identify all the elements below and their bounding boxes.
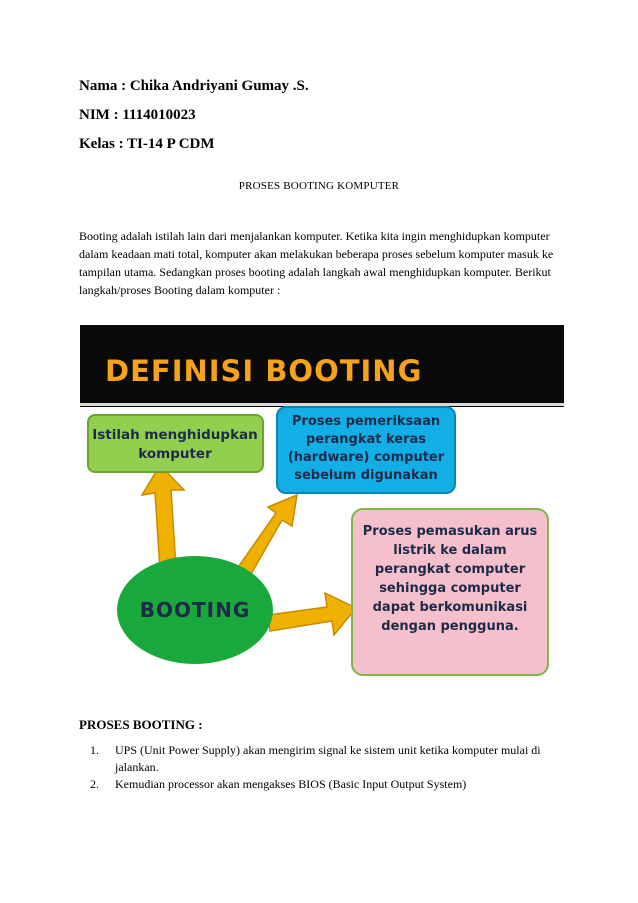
banner-title: DEFINISI BOOTING: [105, 354, 422, 388]
green-box-line: Istilah menghidupkan: [92, 427, 258, 443]
blue-box-line: Proses pemeriksaan: [292, 414, 440, 429]
blue-box: [276, 406, 456, 494]
pink-box-line: perangkat computer: [375, 562, 526, 577]
pink-box-line: sehingga computer: [379, 581, 521, 596]
booting-ellipse-label: BOOTING: [140, 598, 251, 622]
list-item: 1. UPS (Unit Power Supply) akan mengirim…: [90, 742, 570, 776]
student-name: Nama : Chika Andriyani Gumay .S.: [79, 78, 309, 94]
student-nim: NIM : 1114010023: [79, 107, 196, 123]
arrow-to-green-box: [140, 463, 186, 571]
blue-box-line: sebelum digunakan: [294, 468, 437, 483]
blue-box-line: (hardware) computer: [288, 450, 445, 465]
step-text: Kemudian processor akan mengakses BIOS (…: [115, 777, 467, 791]
green-box-line: komputer: [138, 446, 212, 462]
document-title: PROSES BOOTING KOMPUTER: [238, 180, 400, 192]
pink-box-line: Proses pemasukan arus: [363, 524, 538, 539]
steps-list: 1. UPS (Unit Power Supply) akan mengirim…: [90, 742, 570, 793]
step-text: UPS (Unit Power Supply) akan mengirim si…: [115, 743, 541, 774]
step-number: 1.: [90, 743, 99, 757]
banner-background: [80, 325, 564, 407]
arrow-to-pink-box: [267, 591, 358, 637]
blue-box-line: perangkat keras: [306, 432, 426, 447]
list-item: 2. Kemudian processor akan mengakses BIO…: [90, 776, 570, 793]
proses-booting-heading: PROSES BOOTING :: [79, 717, 203, 732]
intro-paragraph: Booting adalah istilah lain dari menjala…: [79, 229, 554, 297]
pink-box-line: dapat berkomunikasi: [373, 600, 528, 615]
pink-box-line: dengan pengguna.: [381, 619, 518, 634]
green-box: [87, 414, 264, 473]
booting-ellipse: [117, 556, 273, 664]
pink-box: [351, 508, 549, 676]
student-class: Kelas : TI-14 P CDM: [79, 136, 215, 152]
banner-underline: [80, 403, 564, 406]
pink-box-line: listrik ke dalam: [393, 543, 506, 558]
step-number: 2.: [90, 777, 99, 791]
booting-definition-infographic: DEFINISI BOOTING BOOTING Istilah menghid…: [80, 325, 564, 676]
